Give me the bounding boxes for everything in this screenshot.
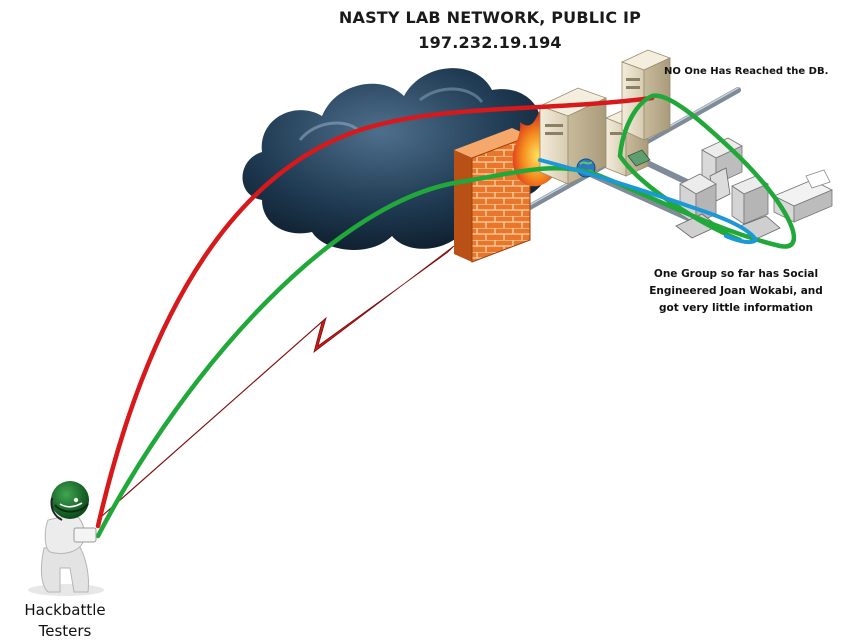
social-note-line-3: got very little information: [658, 302, 814, 314]
testers-label-line-1: Hackbattle: [24, 601, 106, 619]
green-attack-path: [95, 93, 797, 539]
network-switch-icon: [627, 149, 651, 167]
blue-social-path: [538, 158, 759, 245]
lightning-link-icon: [99, 245, 455, 519]
testers-label: Hackbattle Testers: [0, 600, 130, 642]
testers-label-line-2: Testers: [38, 622, 92, 640]
red-attack-path: [95, 95, 655, 529]
db-status-note: NO One Has Reached the DB.: [664, 66, 829, 77]
public-ip-label: 197.232.19.194: [418, 33, 562, 52]
social-note-line-1: One Group so far has Social: [653, 268, 819, 280]
social-note-line-2: Engineered Joan Wokabi, and: [649, 285, 823, 297]
hacker-figure-icon: [28, 481, 104, 596]
workstation-icon: [731, 175, 781, 241]
diagram-title: NASTY LAB NETWORK, PUBLIC IP: [338, 8, 642, 27]
fax-printer-icon: [773, 169, 833, 223]
social-engineering-note: One Group so far has Social Engineered J…: [636, 266, 836, 317]
